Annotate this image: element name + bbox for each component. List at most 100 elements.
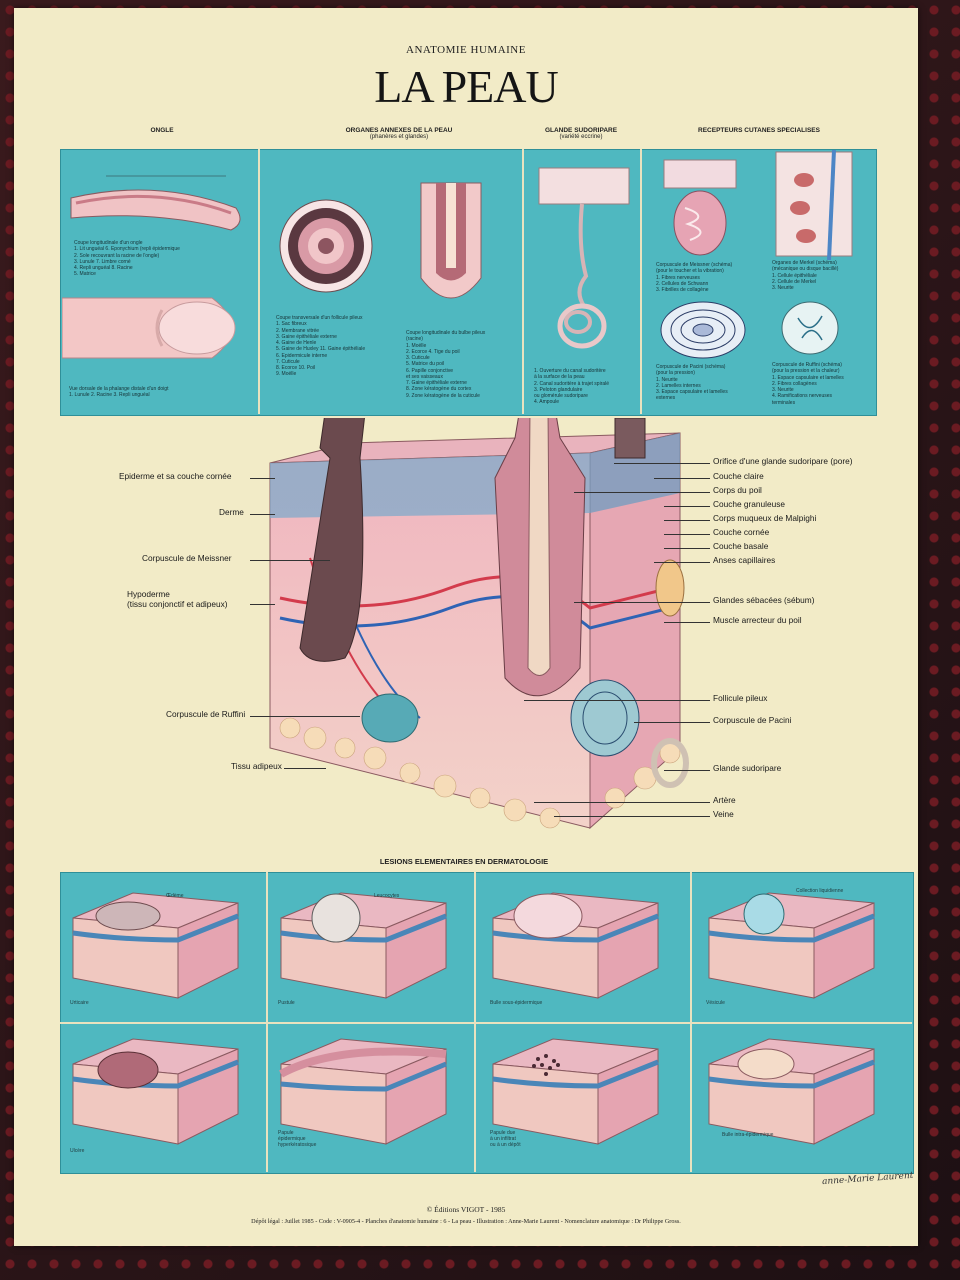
lesion-name-bulle-sous-epidermique: Bulle sous-épidermique: [490, 1000, 543, 1006]
hair-bulb-longitudinal-caption: Coupe longitudinale du bulbe pileux (rac…: [406, 330, 486, 399]
lesion-name-ulcere: Ulcère: [70, 1148, 85, 1154]
label-derme: Derme: [219, 507, 244, 517]
panel-divider: [258, 149, 260, 414]
lesion-tag-collection-liquidienne: Collection liquidienne: [796, 888, 844, 894]
section-title-organes-text: ORGANES ANNEXES DE LA PEAU: [345, 127, 453, 134]
label-meissner: Corpuscule de Meissner: [142, 553, 232, 563]
section-title-organes: ORGANES ANNEXES DE LA PEAU (phanères et …: [314, 127, 484, 141]
hair-follicle-transverse-caption: Coupe transversale d'un follicule pileux…: [276, 315, 366, 378]
poster-title: LA PEAU: [374, 61, 558, 112]
section-title-glande-text: GLANDE SUDORIPARE: [544, 127, 618, 134]
leader-line: [654, 478, 710, 479]
leader-line: [664, 548, 710, 549]
lesion-papule-infiltrat-illustration: [492, 1038, 659, 1145]
ruffini-caption: Corpuscule de Ruffini (schéma) (pour la …: [772, 362, 844, 406]
leader-line: [250, 716, 360, 717]
label-artere: Artère: [713, 795, 736, 805]
leader-line: [664, 520, 710, 521]
merkel-organ-illustration: [775, 150, 853, 260]
label-epiderme: Epiderme et sa couche cornée: [119, 471, 232, 481]
leader-line: [614, 463, 710, 464]
sweat-gland-caption: 1. Ouverture du canal sudoritère à la su…: [534, 368, 610, 406]
leader-line: [574, 492, 710, 493]
pacini-caption: Corpuscule de Pacini (schéma) (pour la p…: [656, 364, 728, 402]
panel-divider: [522, 149, 524, 414]
merkel-caption: Organes de Merkel (schéma) (mécanique ou…: [772, 260, 839, 291]
panel-divider: [266, 872, 268, 1172]
lesion-pustule-illustration: [280, 892, 447, 999]
panel-divider: [474, 872, 476, 1172]
lesion-tag-oedeme: Œdème: [166, 893, 184, 899]
label-ruffini: Corpuscule de Ruffini: [166, 709, 246, 719]
label-corps-du-poil: Corps du poil: [713, 485, 762, 495]
leader-line: [664, 770, 710, 771]
pacini-corpuscle-illustration: [660, 301, 746, 359]
label-muscle-arrecteur: Muscle arrecteur du poil: [713, 615, 802, 625]
poster-subtitle: ANATOMIE HUMAINE: [406, 44, 526, 56]
section-title-glande: GLANDE SUDORIPARE (variété eccrine): [526, 127, 636, 141]
panel-divider: [60, 1022, 912, 1024]
hair-bulb-longitudinal-illustration: [420, 182, 482, 299]
label-couche-granuleuse: Couche granuleuse: [713, 499, 785, 509]
label-veine: Veine: [713, 809, 734, 819]
lesion-name-bulle-intra-epidermique: Bulle intra-épidermique: [722, 1132, 774, 1138]
sweat-gland-illustration: [538, 167, 630, 349]
fingertip-illustration: [62, 297, 236, 359]
section-subtitle-glande: (variété eccrine): [559, 134, 603, 141]
lesion-urticaire-illustration: [72, 892, 239, 999]
label-couche-basale: Couche basale: [713, 541, 769, 551]
lesion-vesicule-illustration: [708, 892, 875, 999]
section-title-ongle: ONGLE: [150, 127, 174, 134]
lesion-name-urticaire: Urticaire: [70, 1000, 89, 1006]
leader-line: [250, 604, 275, 605]
section-title-recepteurs: RECEPTEURS CUTANES SPECIALISES: [698, 127, 820, 134]
label-pacini: Corpuscule de Pacini: [713, 715, 792, 725]
panel-divider: [690, 872, 692, 1172]
label-glandes-sebacees: Glandes sébacées (sébum): [713, 595, 815, 605]
lesion-name-papule-infiltrat: Papule due à un infiltrat ou à un dépôt: [490, 1130, 521, 1148]
lesion-papule-epidermique-illustration: [279, 1038, 447, 1145]
footer-publisher: © Éditions VIGOT - 1985: [426, 1205, 506, 1214]
label-malpighi: Corps muqueux de Malpighi: [713, 513, 817, 523]
skin-cross-section-illustration: [269, 418, 689, 830]
hair-follicle-transverse-illustration: [279, 199, 373, 293]
label-couche-cornee: Couche cornée: [713, 527, 770, 537]
lesion-tag-leucocytes: Leucocytes: [374, 893, 400, 899]
label-glande-sudoripare: Glande sudoripare: [713, 763, 782, 773]
leader-line: [574, 602, 710, 603]
leader-line: [250, 478, 275, 479]
section-title-lesions: LESIONS ELEMENTAIRES EN DERMATOLOGIE: [379, 857, 549, 866]
label-follicule-pileux: Follicule pileux: [713, 693, 768, 703]
leader-line: [524, 700, 710, 701]
lesion-bulle-intra-epidermique-illustration: [708, 1038, 875, 1145]
poster: ANATOMIE HUMAINE LA PEAU ONGLE ORGANES A…: [14, 8, 918, 1246]
leader-line: [554, 816, 710, 817]
lesion-bulle-sous-epidermique-illustration: [492, 892, 659, 999]
leader-line: [534, 802, 710, 803]
nail-longitudinal-illustration: [70, 175, 241, 231]
leader-line: [250, 514, 275, 515]
label-anses-capillaires: Anses capillaires: [713, 555, 776, 565]
ruffini-corpuscle-illustration: [781, 301, 839, 355]
lesion-name-papule-epidermique: Papule épidermique hyperkératosique: [278, 1130, 317, 1148]
label-tissu-adipeux: Tissu adipeux: [231, 761, 282, 771]
leader-line: [664, 534, 710, 535]
leader-line: [250, 560, 330, 561]
leader-line: [654, 562, 710, 563]
label-couche-claire: Couche claire: [713, 471, 764, 481]
fingertip-caption: Vue dorsale de la phalange distale d'un …: [69, 386, 169, 399]
lesion-ulcere-illustration: [72, 1038, 239, 1145]
leader-line: [634, 722, 710, 723]
leader-line: [284, 768, 326, 769]
section-subtitle-organes: (phanères et glandes): [369, 134, 429, 141]
meissner-corpuscle-illustration: [663, 159, 737, 256]
leader-line: [664, 506, 710, 507]
label-hypoderme: Hypoderme (tissu conjonctif et adipeux): [127, 589, 228, 609]
label-orifice-pore: Orifice d'une glande sudoripare (pore): [713, 456, 853, 466]
lesion-name-pustule: Pustule: [278, 1000, 295, 1006]
panel-divider: [640, 149, 642, 414]
footer-legal: Dépôt légal : Juillet 1985 - Code : V-09…: [251, 1218, 681, 1225]
nail-longitudinal-caption: Coupe longitudinale d'un ongle 1. Lit un…: [74, 240, 180, 278]
leader-line: [664, 622, 710, 623]
meissner-caption: Corpuscule de Meissner (schéma) (pour le…: [656, 262, 733, 293]
